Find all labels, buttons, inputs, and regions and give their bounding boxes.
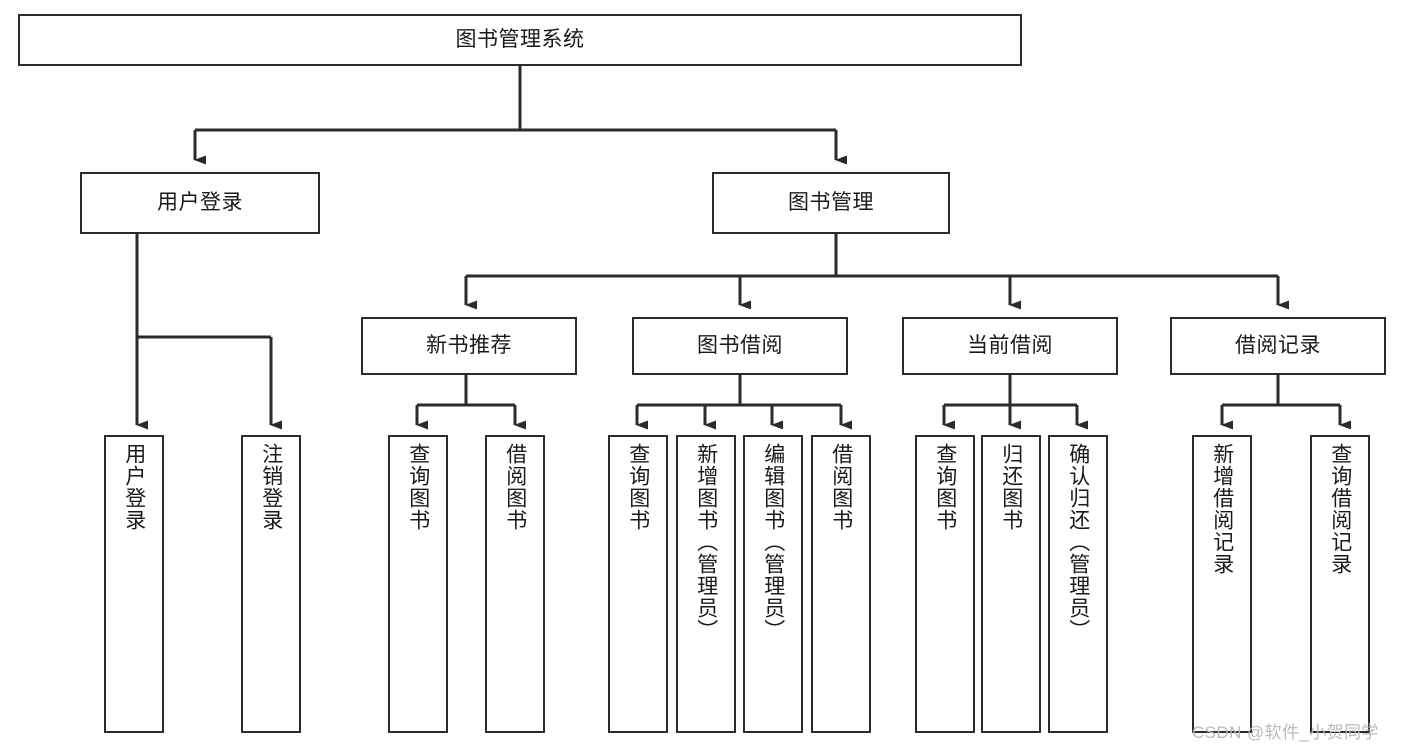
leaf-label: 借阅图书 [503,443,527,531]
node-new-book-recommend[interactable]: 新书推荐 [361,317,577,375]
leaf-return-book[interactable]: 归还图书 [981,435,1041,733]
leaf-borrow-book-recommend[interactable]: 借阅图书 [485,435,545,733]
leaf-label: 新增图书（管理员） [694,443,718,641]
leaf-query-book-recommend[interactable]: 查询图书 [388,435,448,733]
leaf-label: 归还图书 [999,443,1023,531]
leaf-label: 查询借阅记录 [1328,443,1352,575]
leaf-borrow-book-borrow[interactable]: 借阅图书 [811,435,871,733]
leaf-confirm-return-admin[interactable]: 确认归还（管理员） [1048,435,1108,733]
leaf-label: 借阅图书 [829,443,853,531]
node-book-borrow[interactable]: 图书借阅 [632,317,848,375]
leaf-edit-book-admin[interactable]: 编辑图书（管理员） [743,435,803,733]
node-label: 用户登录 [157,191,243,215]
leaf-label: 注销登录 [259,443,283,531]
leaf-user-login[interactable]: 用户登录 [104,435,164,733]
csdn-watermark: CSDN @软件_小贺同学 [1192,723,1379,742]
node-label: 图书管理系统 [455,28,585,52]
leaf-label: 用户登录 [122,443,146,531]
node-book-management-system[interactable]: 图书管理系统 [18,14,1022,66]
leaf-label: 查询图书 [933,443,957,531]
leaf-add-borrow-record[interactable]: 新增借阅记录 [1192,435,1252,733]
leaf-label: 查询图书 [626,443,650,531]
node-label: 新书推荐 [426,334,512,358]
node-label: 图书借阅 [697,334,783,358]
leaf-query-book-current[interactable]: 查询图书 [915,435,975,733]
leaf-label: 编辑图书（管理员） [761,443,785,641]
leaf-label: 新增借阅记录 [1210,443,1234,575]
node-label: 当前借阅 [967,334,1053,358]
leaf-label: 查询图书 [406,443,430,531]
node-user-login[interactable]: 用户登录 [80,172,320,234]
node-label: 图书管理 [788,191,874,215]
node-borrow-record[interactable]: 借阅记录 [1170,317,1386,375]
node-book-manage[interactable]: 图书管理 [712,172,950,234]
leaf-query-borrow-record[interactable]: 查询借阅记录 [1310,435,1370,733]
node-label: 借阅记录 [1235,334,1321,358]
leaf-logout-login[interactable]: 注销登录 [241,435,301,733]
leaf-label: 确认归还（管理员） [1066,443,1090,641]
node-current-borrow[interactable]: 当前借阅 [902,317,1118,375]
leaf-query-book-borrow[interactable]: 查询图书 [608,435,668,733]
leaf-add-book-admin[interactable]: 新增图书（管理员） [676,435,736,733]
